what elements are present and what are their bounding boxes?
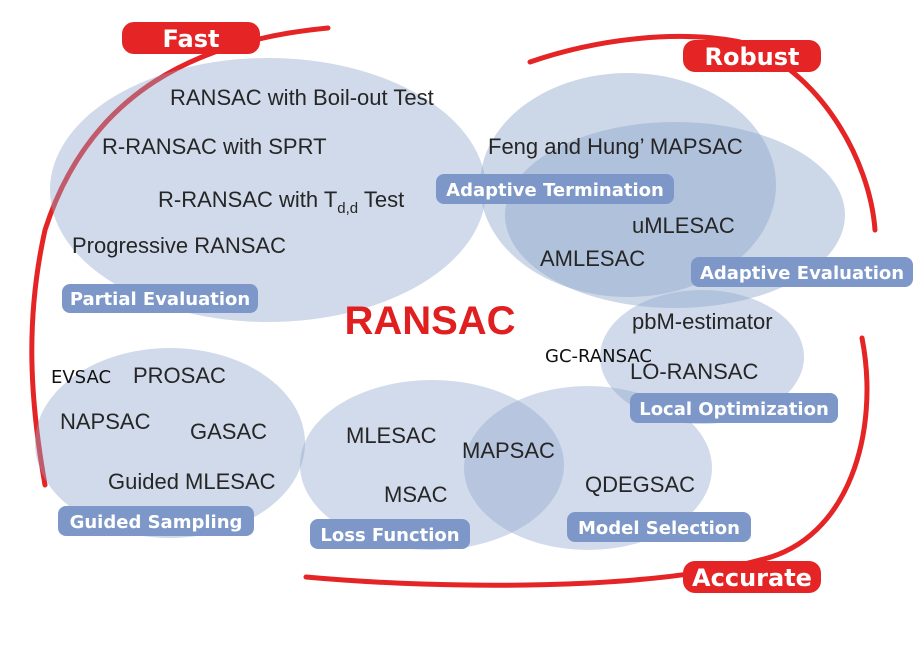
method-gasac: GASAC (190, 419, 267, 444)
fast-badge (122, 22, 260, 54)
accurate-badge (683, 561, 821, 593)
loss-function-label: Loss Function (320, 525, 459, 546)
method-umlesac: uMLESAC (632, 213, 735, 238)
adaptive-evaluation-label: Adaptive Evaluation (700, 263, 904, 284)
method-prosac: PROSAC (133, 363, 226, 388)
method-feng-hung: Feng and Hung’ MAPSAC (488, 134, 743, 159)
loss-function-badge (310, 519, 470, 549)
local-optimization-label: Local Optimization (639, 399, 829, 420)
method-mlesac: MLESAC (346, 423, 437, 448)
adaptive-termination-label: Adaptive Termination (446, 180, 664, 201)
guided-sampling-badge (58, 506, 254, 536)
method-pbm: pbM-estimator (632, 309, 773, 334)
partial-evaluation-label: Partial Evaluation (70, 289, 250, 310)
model-selection-badge (567, 512, 751, 542)
method-qdegsac: QDEGSAC (585, 472, 695, 497)
local-optimization-region (600, 290, 804, 424)
method-guided-mlesac: Guided MLESAC (108, 469, 276, 494)
accurate-label: Accurate (692, 564, 812, 592)
fast-label: Fast (163, 25, 220, 53)
loss-function-region (300, 380, 564, 550)
adaptive-evaluation-badge (691, 257, 913, 287)
method-mapsac: MAPSAC (462, 438, 555, 463)
model-selection-label: Model Selection (578, 518, 740, 539)
method-boil-out: RANSAC with Boil-out Test (170, 85, 434, 110)
method-lo-ransac: LO-RANSAC (630, 359, 758, 384)
guided-sampling-region (35, 348, 305, 538)
method-tdd-suffix: Test (358, 187, 404, 212)
method-msac: MSAC (384, 482, 448, 507)
robust-badge (683, 40, 821, 72)
method-napsac: NAPSAC (60, 409, 151, 434)
adaptive-termination-badge (436, 174, 674, 204)
model-selection-region (464, 386, 712, 550)
local-optimization-badge (630, 393, 838, 423)
method-progressive: Progressive RANSAC (72, 233, 286, 258)
robust-label: Robust (705, 43, 800, 71)
partial-evaluation-region (50, 58, 486, 322)
method-evsac: EVSAC (51, 367, 111, 388)
guided-sampling-label: Guided Sampling (70, 512, 243, 533)
method-sprt: R-RANSAC with SPRT (102, 134, 327, 159)
method-tdd-subscript: d,d (337, 200, 358, 217)
method-amlesac: AMLESAC (540, 246, 645, 271)
method-gc-ransac: GC-RANSAC (545, 346, 652, 367)
method-tdd: R-RANSAC with Td,d Test (158, 187, 404, 217)
method-tdd-prefix: R-RANSAC with T (158, 187, 337, 212)
partial-evaluation-badge (62, 284, 258, 313)
diagram-title: RANSAC (344, 299, 515, 343)
